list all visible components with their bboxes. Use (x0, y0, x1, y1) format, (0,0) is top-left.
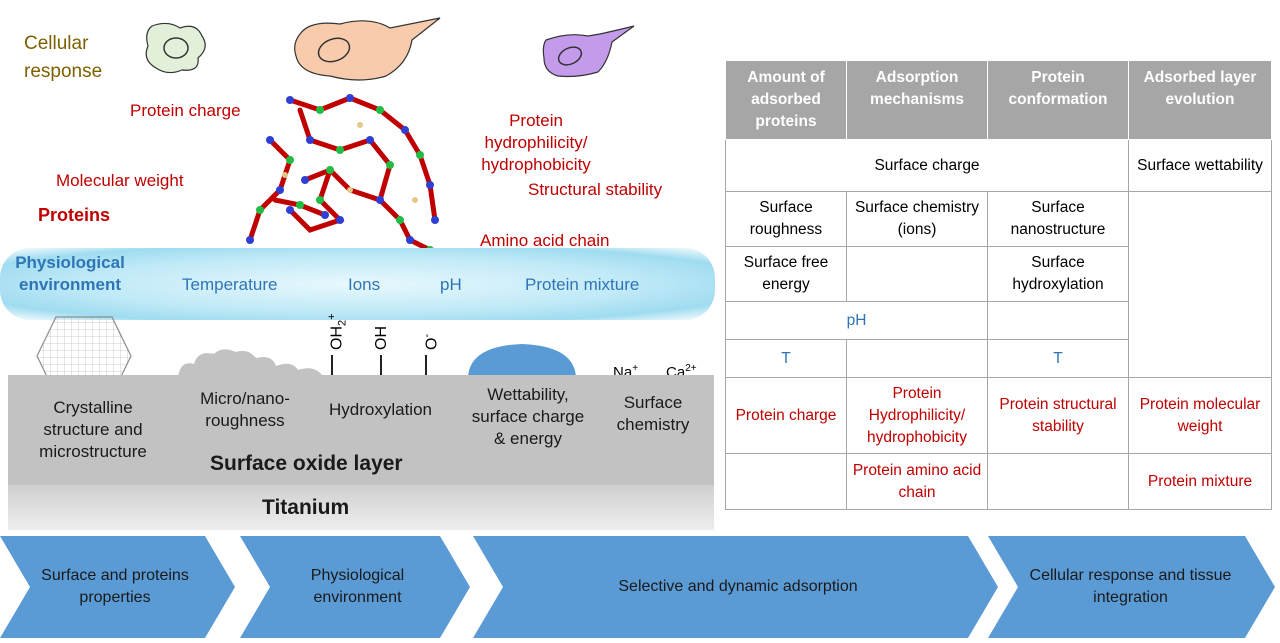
roughness-label: Micro/nano-roughness (200, 389, 290, 430)
cell-empty-5 (987, 453, 1129, 510)
titanium-label: Titanium (262, 496, 350, 519)
cell-surface-roughness: Surface roughness (725, 191, 847, 247)
oh2-bond (331, 355, 333, 387)
process-step-2: Physiological environment (240, 536, 470, 638)
cell-green-icon (145, 22, 206, 74)
physiological-environment-band (0, 248, 715, 320)
proteins-label: Proteins (38, 205, 111, 225)
process-step-3-label: Selective and dynamic adsorption (618, 578, 858, 595)
surface-oxide-layer (8, 375, 714, 485)
ph-label: pH (440, 275, 462, 294)
o-minus-bond (425, 355, 427, 387)
cell-protein-amino: Protein amino acid chain (846, 453, 988, 510)
cell-protein-mw: Protein molecular weight (1128, 377, 1272, 454)
process-step-1: Surface and proteins properties (0, 536, 235, 638)
header-amount: Amount of adsorbed proteins (725, 60, 847, 140)
oh2-plus-label: OH2+ (326, 313, 349, 350)
process-step-2-label: Physiological environment (310, 567, 405, 606)
protein-hydrophilicity-label: Protein hydrophilicity/ hydrophobicity (481, 111, 591, 174)
header-conformation: Protein conformation (987, 60, 1129, 140)
process-step-1-label: Surface and proteins properties (41, 567, 189, 606)
cell-empty-2 (987, 301, 1129, 340)
protein-charge-label: Protein charge (130, 101, 241, 120)
cell-protein-charge: Protein charge (725, 377, 847, 454)
process-step-4-label: Cellular response and tissue integration (1029, 567, 1232, 606)
cell-surface-charge: Surface charge (725, 139, 1129, 192)
temperature-label: Temperature (182, 275, 278, 294)
cell-empty-1 (846, 246, 988, 302)
structural-stability-label: Structural stability (528, 180, 663, 199)
wettability-label: Wettability, surface charge & energy (471, 385, 585, 448)
cell-purple-icon (542, 25, 635, 78)
oh-label: OH (373, 326, 390, 350)
cell-surface-nanostructure: Surface nanostructure (987, 191, 1129, 247)
process-step-3: Selective and dynamic adsorption (473, 536, 998, 638)
cellular-response-label: Cellular response (24, 33, 103, 82)
cell-protein-hydro: Protein Hydrophilicity/ hydrophobicity (846, 377, 988, 454)
surface-chemistry-label: Surface chemistry (616, 393, 690, 434)
oh-bond (380, 355, 382, 387)
cell-empty-evolution (1128, 191, 1272, 378)
o-minus-label: O- (421, 333, 441, 350)
roughness-bumps-icon (178, 349, 324, 378)
cell-surface-wettability: Surface wettability (1128, 139, 1272, 192)
crystalline-label: Crystalline structure and microstructure (39, 398, 147, 461)
surface-protein-illustration: Cellular response #cr-wrap{} Protein cha… (0, 0, 720, 530)
ions-label: Ions (348, 275, 381, 294)
cell-t-amount: T (725, 339, 847, 378)
cell-empty-3 (846, 339, 988, 378)
amino-acid-chain-label: Amino acid chain (480, 231, 610, 250)
cell-surface-chemistry-ions: Surface chemistry (ions) (846, 191, 988, 247)
cell-protein-stability: Protein structural stability (987, 377, 1129, 454)
cell-protein-mixture: Protein mixture (1128, 453, 1272, 510)
physiological-environment-label: Physiological environment (15, 253, 125, 294)
cell-empty-4 (725, 453, 847, 510)
process-step-4: Cellular response and tissue integration (988, 536, 1275, 638)
header-evolution: Adsorbed layer evolution (1128, 60, 1272, 140)
influence-table: Amount of adsorbed proteins Adsorption m… (725, 60, 1272, 510)
cell-t-conformation: T (987, 339, 1129, 378)
hydroxylation-label: Hydroxylation (329, 400, 432, 419)
surface-oxide-layer-label: Surface oxide layer (210, 452, 403, 475)
protein-mixture-label: Protein mixture (525, 275, 640, 294)
titanium-substrate (8, 485, 714, 530)
cell-surface-free-energy: Surface free energy (725, 246, 847, 302)
water-droplet-icon (468, 344, 576, 377)
cell-surface-hydroxylation: Surface hydroxylation (987, 246, 1129, 302)
protein-molecule-icon (246, 94, 439, 254)
cell-orange-icon (294, 17, 441, 81)
molecular-weight-label: Molecular weight (56, 171, 184, 190)
cell-ph: pH (725, 301, 988, 340)
header-mechanisms: Adsorption mechanisms (846, 60, 988, 140)
